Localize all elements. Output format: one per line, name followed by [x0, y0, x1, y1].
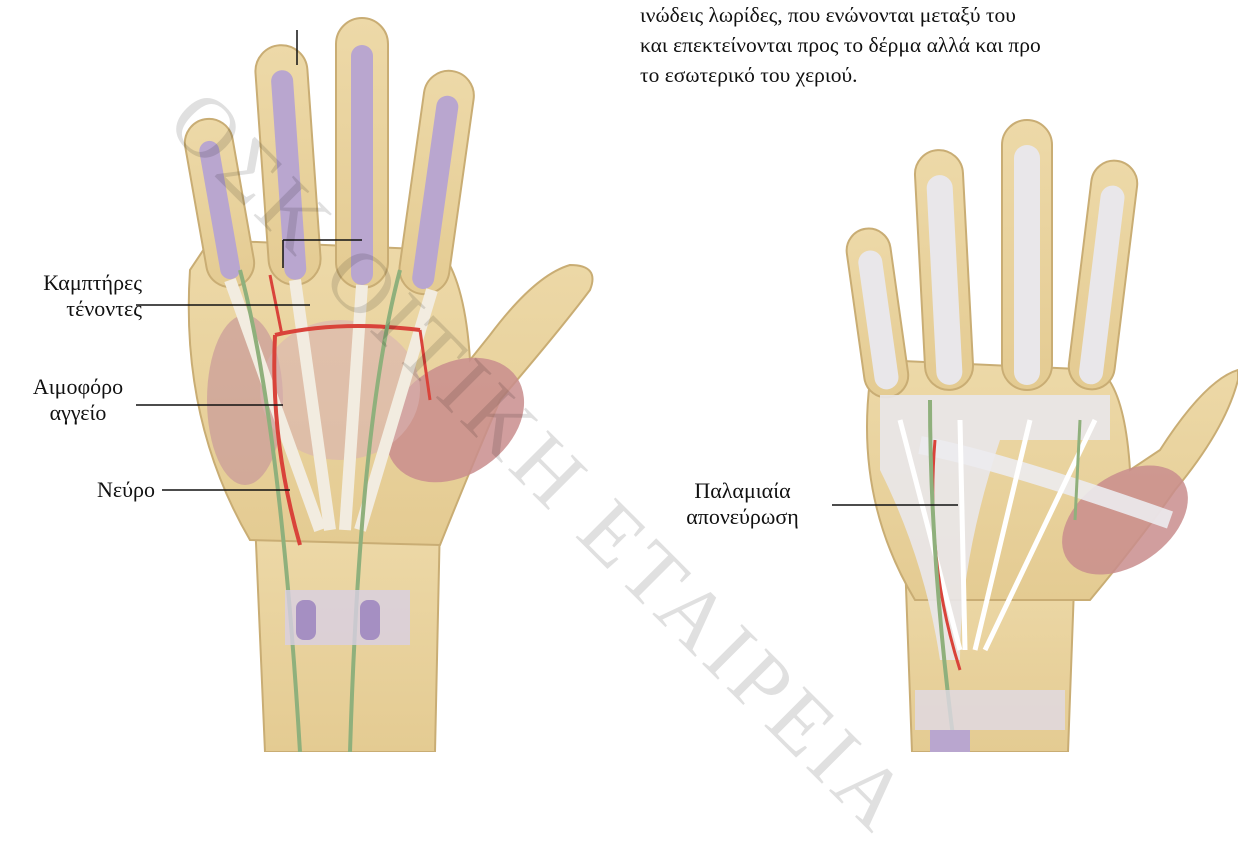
label-line: Αιμοφόρο — [22, 374, 134, 400]
label-line: αγγείο — [22, 400, 134, 426]
flexor-tendons-label: Καμπτήρες τένοντες — [0, 270, 142, 322]
finger-sheath — [1014, 145, 1040, 385]
label-line: Παλαμιαία — [660, 478, 825, 504]
label-line: απονεύρωση — [660, 504, 825, 530]
label-line: τένοντες — [0, 296, 142, 322]
wrist-tendon — [360, 600, 380, 640]
label-line: Καμπτήρες — [0, 270, 142, 296]
blood-vessel-label: Αιμοφόρο αγγείο — [22, 374, 134, 426]
nerve-label: Νεύρο — [40, 477, 155, 503]
palmar-aponeurosis-label: Παλαμιαία απονεύρωση — [660, 478, 825, 530]
wrist-tendon — [930, 730, 970, 752]
wrist-tendon — [296, 600, 316, 640]
wrist-retinaculum — [915, 690, 1065, 730]
right-hand-illustration — [844, 120, 1238, 752]
